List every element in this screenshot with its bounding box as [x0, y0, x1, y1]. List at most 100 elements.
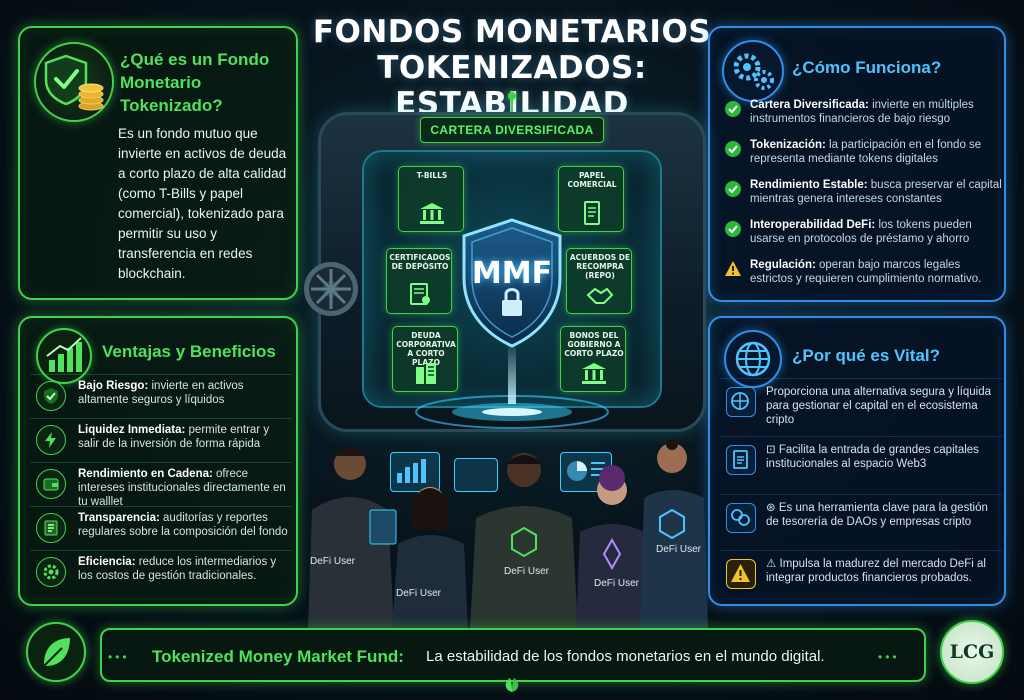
how-strong: Interoperabilidad DeFi: [750, 219, 876, 231]
footer-dots-right: ••• [878, 650, 900, 664]
how-text: operan bajo marcos legales estrictos y r… [750, 259, 982, 285]
tile-label: T-BILLS [416, 171, 448, 180]
advantage-item: Transparencia: auditorías y reportes reg… [30, 506, 292, 550]
how-text: la participación en el fondo se represen… [750, 139, 982, 165]
small-leaf-icon [500, 676, 524, 694]
holo-screen-nodes [454, 458, 498, 492]
person-label: DeFi User [656, 544, 702, 555]
globe-icon [724, 330, 782, 388]
buildings-icon [416, 363, 436, 384]
clipboard-icon [726, 445, 756, 475]
check-circle-icon [724, 100, 742, 118]
document-icon [584, 201, 600, 225]
tile-label: PAPEL COMERCIAL [567, 171, 617, 189]
portfolio-label: CARTERA DIVERSIFICADA [420, 117, 604, 143]
connector-dot [508, 92, 516, 100]
how-strong: Cartera Diversificada: [750, 99, 869, 111]
why-text: ⚠ Impulsa la madurez del mercado DeFi al… [766, 558, 986, 584]
government-icon [582, 363, 606, 384]
gear-icon [36, 557, 66, 587]
why-vital-panel: ¿Por qué es Vital? Proporciona una alter… [708, 316, 1006, 606]
check-circle-icon [724, 180, 742, 198]
lock-icon [502, 288, 522, 316]
asset-tile-corporate-debt: DEUDA CORPORATIVA A CORTO PLAZO [392, 326, 458, 392]
advantage-text: reduce los intermediarios y los costos d… [78, 556, 277, 582]
person-icon [308, 448, 397, 630]
asset-tile-certificates: CERTIFICADOS DE DEPÓSITO [386, 248, 452, 314]
check-circle-icon [724, 220, 742, 238]
person-label: DeFi User [594, 578, 640, 589]
people-group: DeFi User DeFi User DeFi User DeFi User … [300, 438, 710, 630]
mmf-shield: MMF [456, 216, 568, 350]
shield-check-icon [36, 381, 66, 411]
asset-tile-repo: ACUERDOS DE RECOMPRA (REPO) [566, 248, 632, 314]
what-body: Es un fondo mutuo que invierte en activo… [118, 126, 287, 281]
page-title: FONDOS MONETARIOS TOKENIZADOS: ESTABILID… [300, 14, 724, 122]
growth-chart-icon [36, 328, 92, 384]
how-it-works-panel: ¿Cómo Funciona? Cartera Diversificada: i… [708, 26, 1006, 302]
wallet-icon [36, 469, 66, 499]
advantage-strong: Liquidez Inmediata: [78, 424, 186, 436]
asset-tile-commercial-paper: PAPEL COMERCIAL [558, 166, 624, 232]
advantage-item: Bajo Riesgo: invierte en activos altamen… [30, 374, 292, 418]
how-text: los tokens pueden usarse en protocolos d… [750, 219, 972, 245]
holo-screen-chart [390, 452, 440, 492]
why-title: ¿Por qué es Vital? [792, 346, 941, 365]
advantage-item: Rendimiento en Cadena: ofrece intereses … [30, 462, 292, 508]
advantage-text: invierte en activos altamente seguros y … [78, 380, 244, 406]
why-item: Proporciona una alternativa segura y líq… [720, 378, 1002, 436]
how-text: invierte en múltiples instrumentos finan… [750, 99, 974, 125]
lcg-logo: LCG [940, 620, 1004, 684]
mmf-label: MMF [471, 256, 553, 291]
advantages-title: Ventajas y Beneficios [102, 342, 276, 361]
how-text: busca preservar el capital mientras gene… [750, 179, 1002, 205]
why-item: ⊡ Facilita la entrada de grandes capital… [720, 436, 1002, 494]
advantage-item: Eficiencia: reduce los intermediarios y … [30, 550, 292, 594]
advantage-strong: Bajo Riesgo: [78, 380, 149, 392]
warning-icon [726, 559, 756, 589]
person-icon [640, 438, 708, 630]
why-item: ⚠ Impulsa la madurez del mercado DeFi al… [720, 550, 1002, 608]
footer-title: Tokenized Money Market Fund: [152, 647, 404, 666]
advantage-strong: Eficiencia: [78, 556, 136, 568]
footer-text: La estabilidad de los fondos monetarios … [426, 648, 825, 665]
what-is-panel: ¿Qué es un Fondo Monetario Tokenizado? E… [18, 26, 298, 300]
certificate-icon [410, 283, 430, 305]
tile-label: ACUERDOS DE RECOMPRA (REPO) [569, 253, 631, 280]
check-circle-icon [724, 140, 742, 158]
advantage-text: permite entrar y salir de la inversión d… [78, 424, 270, 450]
tile-label: BONOS DEL GOBIERNO A CORTO PLAZO [564, 331, 624, 358]
bank-icon [420, 203, 444, 224]
globe-lock-icon [726, 387, 756, 417]
how-title: ¿Cómo Funciona? [792, 58, 942, 77]
advantage-strong: Rendimiento en Cadena: [78, 468, 213, 480]
gears-icon [722, 40, 784, 102]
person-icon [470, 453, 578, 630]
person-icon [576, 465, 648, 630]
person-label: DeFi User [504, 566, 550, 577]
person-label: DeFi User [396, 588, 442, 599]
lightning-icon [36, 425, 66, 455]
handshake-icon [586, 287, 614, 304]
why-text: Proporciona una alternativa segura y líq… [766, 386, 992, 426]
coins-exchange-icon [726, 503, 756, 533]
person-label: DeFi User [310, 556, 356, 567]
leaf-icon [26, 622, 86, 682]
tile-label: CERTIFICADOS DE DEPÓSITO [389, 253, 451, 271]
asset-tile-tbills: T-BILLS [398, 166, 464, 232]
person-icon [392, 487, 468, 630]
how-strong: Rendimiento Estable: [750, 179, 868, 191]
what-title: ¿Qué es un Fondo Monetario Tokenizado? [120, 50, 270, 115]
shield-check-coins-icon [34, 42, 114, 122]
warning-icon [724, 260, 742, 278]
asset-tile-government-bonds: BONOS DEL GOBIERNO A CORTO PLAZO [560, 326, 626, 392]
vault-wheel-icon [304, 262, 358, 316]
how-strong: Tokenización: [750, 139, 826, 151]
title-line-1: FONDOS MONETARIOS [312, 14, 712, 50]
lcg-logo-text: LCG [949, 641, 995, 663]
why-text: ⊡ Facilita la entrada de grandes capital… [766, 444, 979, 470]
footer-dots-left: ••• [108, 650, 130, 664]
advantage-text: ofrece intereses institucionales directa… [78, 468, 286, 508]
how-strong: Regulación: [750, 259, 816, 271]
advantage-item: Liquidez Inmediata: permite entrar y sal… [30, 418, 292, 462]
